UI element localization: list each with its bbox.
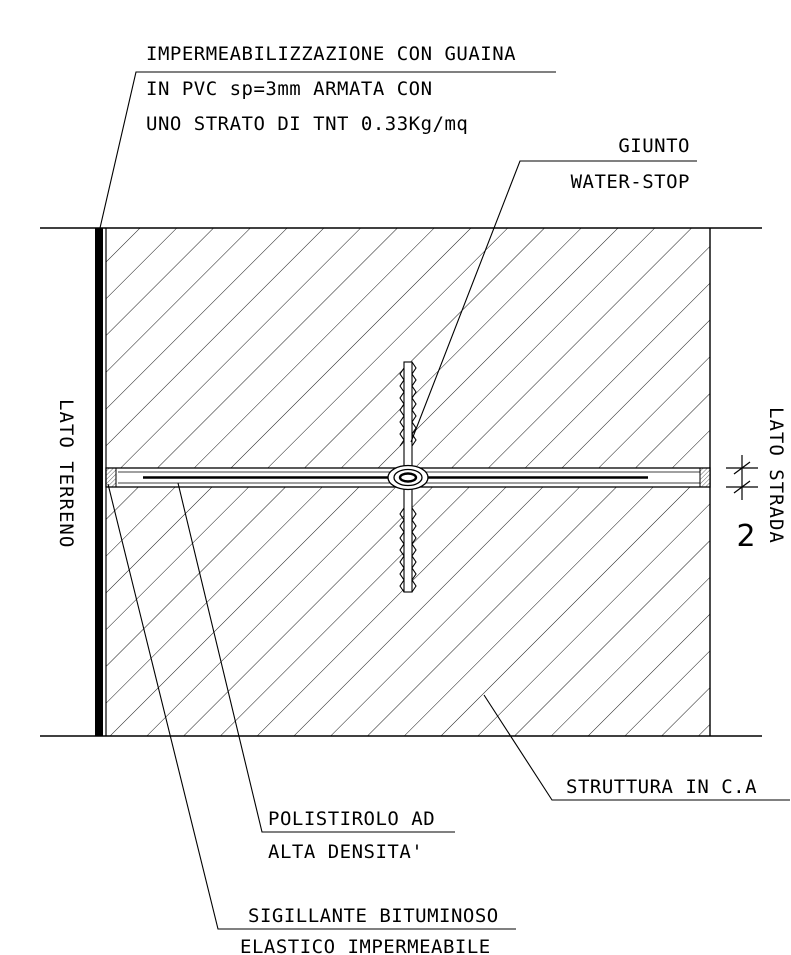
struttura-label: STRUTTURA IN C.A	[566, 776, 757, 798]
dimension-marker	[726, 455, 758, 500]
membrane-label-line1: IMPERMEABILIZZAZIONE CON GUAINA	[146, 43, 516, 65]
polistirolo-label-line2: ALTA DENSITA'	[268, 841, 423, 863]
dimension-value: 2	[736, 519, 755, 554]
pvc-membrane	[95, 228, 103, 736]
sealant-right	[699, 467, 711, 488]
leader-lines	[99, 71, 790, 930]
lato-strada-label: LATO STRADA	[765, 407, 787, 544]
water-stop	[387, 361, 429, 593]
sealant-left	[105, 467, 117, 488]
giunto-label-line1: GIUNTO	[618, 135, 690, 157]
leader-sigillante	[107, 483, 516, 930]
lato-terreno-label: LATO TERRENO	[55, 399, 77, 548]
sigillante-label-line1: SIGILLANTE BITUMINOSO	[248, 905, 499, 927]
membrane-label-line3: UNO STRATO DI TNT 0.33Kg/mq	[146, 113, 468, 135]
polistirolo-label-line1: POLISTIROLO AD	[268, 808, 435, 830]
leader-giunto	[410, 160, 697, 443]
leader-polistirolo	[177, 482, 455, 833]
leader-struttura	[483, 694, 790, 801]
membrane-label-line2: IN PVC sp=3mm ARMATA CON	[146, 78, 433, 100]
giunto-label-line2: WATER-STOP	[571, 171, 690, 193]
leader-membrane	[99, 71, 556, 229]
sigillante-label-line2: ELASTICO IMPERMEABILE	[240, 936, 491, 955]
